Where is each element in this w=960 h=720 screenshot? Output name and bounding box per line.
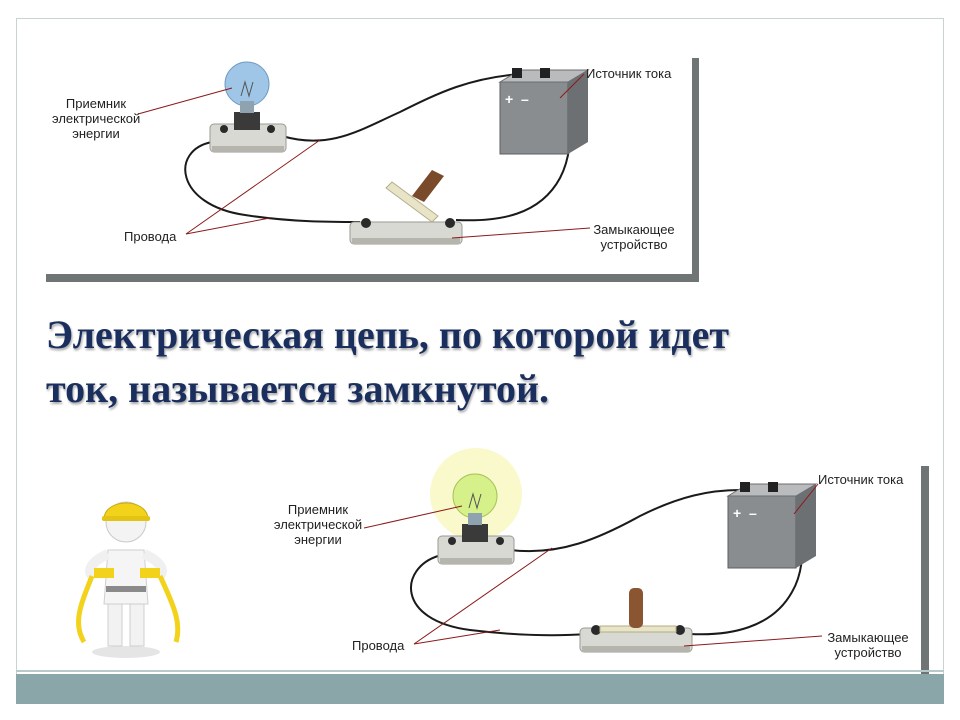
leader-line-wires bbox=[413, 629, 501, 645]
leader-line-wires bbox=[185, 139, 321, 235]
minus-sign: – bbox=[749, 505, 757, 521]
bulb-holder bbox=[462, 524, 488, 542]
terminal-screw bbox=[220, 125, 228, 133]
bulb-neck bbox=[468, 513, 482, 525]
plug-left bbox=[94, 568, 114, 578]
leader-line-receiver bbox=[137, 87, 233, 115]
wire-left bbox=[410, 555, 589, 637]
closed-circuit-drawing: + – bbox=[274, 448, 929, 684]
leader-line-wires bbox=[413, 547, 553, 645]
panel-shadow-bottom bbox=[46, 274, 699, 282]
bulb-socket-edge bbox=[212, 146, 284, 152]
plus-sign: + bbox=[733, 505, 741, 521]
switch-terminal bbox=[591, 625, 601, 635]
terminal-screw bbox=[267, 125, 275, 133]
battery-terminal-minus bbox=[768, 482, 778, 492]
leader-line-receiver bbox=[363, 505, 463, 529]
panel-shadow-right bbox=[692, 58, 699, 282]
leader-line-source bbox=[559, 73, 585, 99]
cable-left bbox=[76, 575, 95, 644]
terminal-screw bbox=[496, 537, 504, 545]
worker-leg-left bbox=[107, 603, 123, 647]
leader-line-source bbox=[793, 483, 819, 515]
source-label: Источник тока bbox=[818, 472, 904, 487]
footer-line bbox=[16, 670, 944, 672]
light-bulb-on-icon bbox=[452, 473, 498, 519]
wire-top bbox=[281, 73, 521, 142]
tool-belt bbox=[106, 586, 146, 592]
closed-circuit-diagram: + – Приемник электрической энергии Источ… bbox=[0, 440, 960, 690]
receiver-label: Приемник электрической энергии bbox=[273, 502, 363, 547]
bulb-neck bbox=[240, 101, 254, 113]
panel-shadow-right bbox=[921, 466, 929, 684]
battery-terminal-minus bbox=[540, 68, 550, 78]
switch-handle bbox=[412, 170, 444, 202]
receiver-label: Приемник электрической энергии bbox=[52, 96, 141, 141]
worker-illustration bbox=[76, 501, 181, 658]
light-bulb-off-icon bbox=[224, 61, 270, 107]
worker-leg-right bbox=[129, 603, 145, 647]
switch-label: Замыкающее устройство bbox=[827, 630, 909, 660]
source-label: Источник тока bbox=[586, 66, 672, 81]
headline-line-1: Электрическая цепь, по которой идет bbox=[46, 312, 730, 357]
battery-terminal-plus bbox=[740, 482, 750, 492]
leader-line-switch bbox=[451, 227, 591, 239]
headline-line-2: ток, называется замкнутой. bbox=[46, 366, 549, 411]
wire-left bbox=[184, 141, 361, 223]
worker-figure bbox=[64, 492, 194, 667]
open-circuit-drawing: + – bbox=[46, 58, 699, 282]
switch-base-edge bbox=[582, 646, 690, 652]
leader-line-switch bbox=[683, 635, 823, 647]
wires-label: Провода bbox=[352, 638, 405, 653]
bulb-socket-edge bbox=[440, 558, 512, 564]
open-circuit-diagram: + – Приемник электрической энергии Источ… bbox=[0, 0, 720, 290]
bulb-holder bbox=[234, 112, 260, 130]
battery-side bbox=[568, 70, 588, 154]
minus-sign: – bbox=[521, 91, 529, 107]
switch-label: Замыкающее устройство bbox=[593, 222, 675, 252]
bulb-filament bbox=[468, 492, 482, 510]
footer-bar bbox=[16, 674, 944, 704]
switch-terminal bbox=[361, 218, 371, 228]
plug-right bbox=[140, 568, 160, 578]
hard-hat-brim bbox=[102, 516, 150, 521]
switch-terminal bbox=[675, 625, 685, 635]
headline: Электрическая цепь, по которой идет ток,… bbox=[46, 308, 926, 416]
switch-base-edge bbox=[352, 238, 460, 244]
wires-label: Провода bbox=[124, 229, 177, 244]
wire-top bbox=[509, 489, 741, 553]
battery-terminal-plus bbox=[512, 68, 522, 78]
battery-side bbox=[796, 484, 816, 568]
switch-terminal bbox=[445, 218, 455, 228]
terminal-screw bbox=[448, 537, 456, 545]
bulb-filament bbox=[240, 80, 254, 98]
cable-right bbox=[157, 574, 181, 643]
leader-line-wires bbox=[185, 217, 271, 235]
worker-shadow bbox=[92, 646, 160, 658]
switch-blade-open bbox=[385, 181, 439, 223]
plus-sign: + bbox=[505, 91, 513, 107]
switch-handle bbox=[629, 588, 643, 628]
